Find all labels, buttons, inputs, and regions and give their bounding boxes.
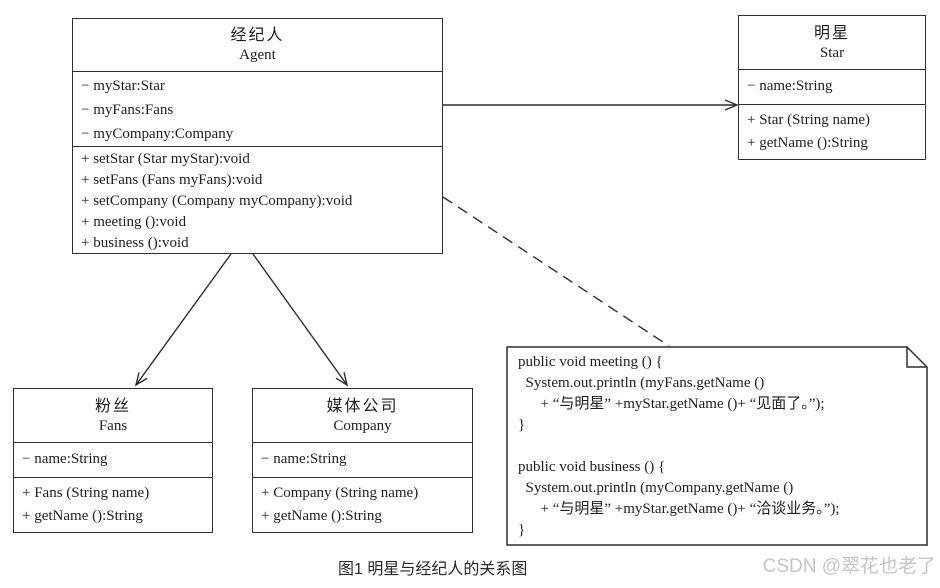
fans-methods: + Fans (String name) + getName ():String: [14, 478, 212, 532]
code-line: }: [518, 522, 526, 538]
attribute-line: − name:String: [261, 451, 347, 467]
code-line: [518, 436, 918, 457]
code-line: System.out.println (myCompany.getName (): [518, 480, 794, 496]
company-title: 媒体公司 Company: [253, 389, 472, 443]
fans-name-en: Fans: [98, 417, 128, 434]
attribute-line: − myStar:Star: [81, 78, 165, 94]
figure-caption: 图1 明星与经纪人的关系图: [338, 561, 528, 578]
association-agent-to-company: [252, 253, 349, 387]
code-line: public void business () {: [518, 459, 666, 475]
method-line: + getName ():String: [22, 508, 143, 524]
agent-title: 经纪人 Agent: [73, 19, 442, 72]
class-box-company: 媒体公司 Company − name:String + Company (St…: [252, 388, 473, 533]
code-line: + “与明星” +myStar.getName ()+ “洽谈业务。”);: [518, 501, 840, 517]
method-line: + setFans (Fans myFans):void: [81, 172, 263, 188]
fans-name-cn: 粉丝: [94, 397, 131, 415]
note-anchor-dashed-line: [442, 196, 670, 347]
star-attributes: − name:String: [739, 70, 925, 105]
attribute-line: − myCompany:Company: [81, 126, 234, 142]
association-agent-to-fans: [134, 253, 232, 387]
code-line: }: [518, 417, 526, 433]
company-name-en: Company: [333, 417, 392, 434]
watermark: CSDN @翠花也老了: [762, 556, 936, 577]
star-title: 明星 Star: [739, 16, 925, 70]
agent-methods: + setStar (Star myStar):void + setFans (…: [73, 147, 442, 253]
class-box-fans: 粉丝 Fans − name:String + Fans (String nam…: [13, 388, 213, 533]
method-line: + Fans (String name): [22, 485, 150, 501]
method-line: + getName ():String: [261, 508, 382, 524]
method-line: + Star (String name): [747, 112, 871, 128]
fans-attributes: − name:String: [14, 443, 212, 478]
company-methods: + Company (String name) + getName ():Str…: [253, 478, 472, 532]
method-line: + business ():void: [81, 235, 189, 251]
note-fold-corner: [906, 347, 927, 368]
fans-title: 粉丝 Fans: [14, 389, 212, 443]
company-name-cn: 媒体公司: [326, 397, 399, 415]
code-line: public void meeting () {: [518, 354, 663, 370]
method-line: + Company (String name): [261, 485, 419, 501]
method-line: + setCompany (Company myCompany):void: [81, 193, 353, 209]
star-methods: + Star (String name) + getName ():String: [739, 105, 925, 159]
agent-attributes: − myStar:Star − myFans:Fans − myCompany:…: [73, 72, 442, 147]
company-attributes: − name:String: [253, 443, 472, 478]
agent-name-cn: 经纪人: [230, 27, 285, 44]
method-line: + setStar (Star myStar):void: [81, 151, 250, 167]
star-name-en: Star: [819, 44, 845, 61]
method-line: + getName ():String: [747, 135, 868, 151]
method-line: + meeting ():void: [81, 214, 187, 230]
class-box-star: 明星 Star − name:String + Star (String nam…: [738, 15, 926, 160]
note-shape: [506, 346, 928, 546]
code-line: + “与明星” +myStar.getName ()+ “见面了。”);: [518, 396, 825, 412]
attribute-line: − myFans:Fans: [81, 102, 174, 118]
note-code-block: public void meeting () { System.out.prin…: [518, 352, 918, 542]
class-box-agent: 经纪人 Agent − myStar:Star − myFans:Fans − …: [72, 18, 443, 254]
star-name-cn: 明星: [813, 24, 850, 42]
agent-name-en: Agent: [239, 47, 276, 63]
code-line: System.out.println (myFans.getName (): [518, 375, 765, 391]
attribute-line: − name:String: [747, 78, 833, 94]
attribute-line: − name:String: [22, 451, 108, 467]
